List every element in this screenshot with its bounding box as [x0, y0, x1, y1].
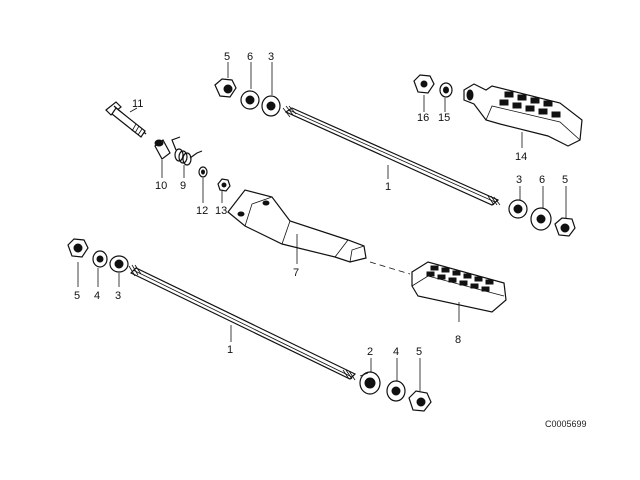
footpeg-part-14 — [463, 83, 583, 148]
label-14: 14 — [515, 151, 527, 163]
label-12: 12 — [196, 205, 208, 217]
lower-rod-part-1 — [128, 264, 357, 381]
label-16: 16 — [417, 112, 429, 124]
bottom-washer-4 — [386, 380, 406, 402]
nut-part-16 — [413, 74, 435, 94]
label-8: 8 — [455, 334, 461, 346]
nut-part-13 — [217, 178, 231, 192]
label-3-left: 3 — [115, 290, 121, 302]
bolt-part-11 — [105, 101, 147, 138]
right-washer-3 — [508, 199, 528, 219]
left-washer-4 — [92, 250, 108, 268]
top-washer-6 — [240, 90, 260, 110]
label-13: 13 — [215, 205, 227, 217]
catalog-code: C0005699 — [545, 419, 587, 429]
top-washer-3 — [261, 95, 281, 117]
bracket-part-7 — [227, 189, 367, 263]
label-1-upper: 1 — [385, 181, 391, 193]
label-5-bottom: 5 — [416, 346, 422, 358]
label-6-right: 6 — [539, 174, 545, 186]
label-5-left: 5 — [74, 290, 80, 302]
label-5-right: 5 — [562, 174, 568, 186]
label-10: 10 — [155, 180, 167, 192]
sleeve-part-10 — [154, 139, 171, 160]
label-6-top: 6 — [247, 51, 253, 63]
dash-line-7-8 — [369, 261, 411, 275]
washer-part-12 — [198, 166, 208, 178]
spring-part-9 — [171, 136, 203, 166]
label-4-left: 4 — [94, 290, 100, 302]
label-1-lower: 1 — [227, 344, 233, 356]
label-4-bottom: 4 — [393, 346, 399, 358]
label-3-top: 3 — [268, 51, 274, 63]
left-nut-5 — [67, 238, 89, 258]
footpeg-rubber-part-8 — [411, 261, 507, 322]
label-9: 9 — [180, 180, 186, 192]
top-nut-5 — [214, 78, 237, 98]
leader-lines — [77, 62, 567, 391]
label-5-top: 5 — [224, 51, 230, 63]
bottom-nut-5 — [408, 390, 432, 412]
upper-rod-part-1 — [282, 105, 501, 206]
bottom-bushing-2 — [359, 371, 381, 395]
label-7: 7 — [293, 267, 299, 279]
washer-part-15 — [439, 82, 453, 98]
label-11: 11 — [132, 98, 143, 110]
label-3-right: 3 — [516, 174, 522, 186]
left-washer-3 — [109, 255, 129, 273]
label-2: 2 — [367, 346, 373, 358]
right-washer-6 — [530, 207, 552, 231]
right-nut-5 — [554, 217, 576, 237]
label-15: 15 — [438, 112, 450, 124]
